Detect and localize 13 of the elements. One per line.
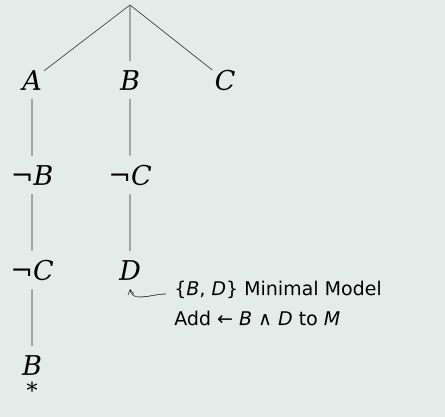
closed-branch-mark: ∗ xyxy=(26,382,38,392)
curved-arrow xyxy=(128,289,166,298)
formula-label: C xyxy=(216,70,235,90)
formula-label: ¬C xyxy=(111,164,152,186)
formula-label: ¬B xyxy=(14,165,52,185)
formula-label: B xyxy=(120,70,138,90)
formula-label: A xyxy=(20,70,40,90)
formula-label: D xyxy=(118,260,140,280)
formula-label: ¬C xyxy=(13,260,54,280)
formula-label: B xyxy=(22,355,40,375)
tree-branch xyxy=(44,5,130,72)
tree-branch xyxy=(130,5,213,70)
annotation-text: {B, D} Minimal Model Add ← B ∧ D to M xyxy=(174,280,380,326)
